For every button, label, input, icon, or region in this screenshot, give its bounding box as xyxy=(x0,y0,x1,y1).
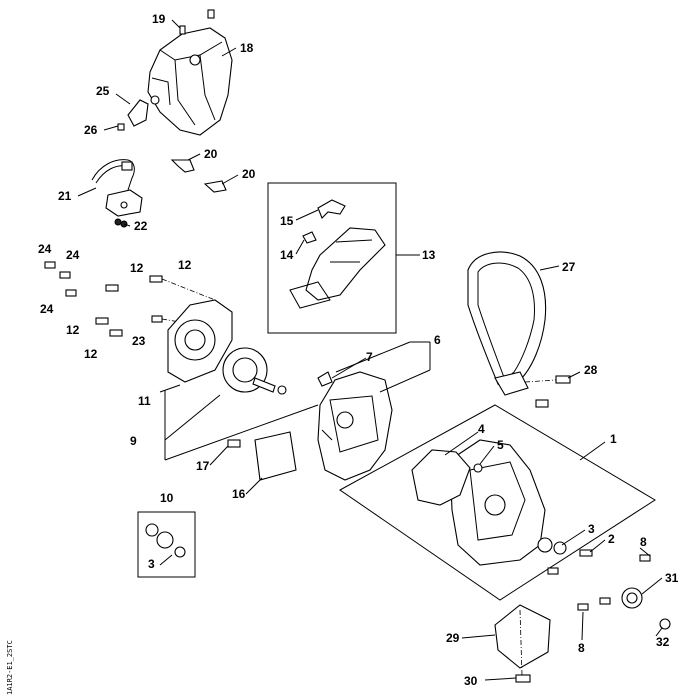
callout-4: 4 xyxy=(478,422,485,436)
callout-8b: 8 xyxy=(578,641,585,655)
callout-1: 1 xyxy=(610,432,617,446)
callout-22: 22 xyxy=(134,219,148,233)
callout-11: 11 xyxy=(138,394,151,408)
callout-12a: 12 xyxy=(130,261,144,275)
engine-housing-1 xyxy=(449,439,553,566)
leader-lines xyxy=(77,19,663,681)
callout-12c: 12 xyxy=(66,323,80,337)
callout-9: 9 xyxy=(130,434,137,448)
callout-3b: 3 xyxy=(588,522,595,536)
callout-17: 17 xyxy=(196,459,210,473)
callout-27: 27 xyxy=(562,260,576,274)
box-10 xyxy=(137,511,196,578)
screw-19-part xyxy=(179,9,215,35)
callout-18: 18 xyxy=(240,41,254,55)
callout-3a: 3 xyxy=(148,557,155,571)
callout-19: 19 xyxy=(152,12,166,26)
part-20-b xyxy=(203,180,227,193)
part-25 xyxy=(127,99,149,127)
screw-8b-part xyxy=(577,603,589,611)
callout-5: 5 xyxy=(497,438,504,452)
nuts-22-part xyxy=(114,218,128,228)
callout-24c: 24 xyxy=(40,302,54,316)
part-20-a xyxy=(170,159,195,173)
callout-16: 16 xyxy=(232,487,246,501)
bracket-6 xyxy=(335,341,411,373)
front-handle-27 xyxy=(467,251,547,396)
ring-3b-part xyxy=(553,541,567,555)
nut-32-part xyxy=(659,618,671,630)
callout-15: 15 xyxy=(280,214,294,228)
callout-31: 31 xyxy=(665,571,679,585)
part-5 xyxy=(473,463,483,473)
callout-2: 2 xyxy=(608,532,615,546)
screw-17-part xyxy=(227,439,241,448)
callout-28: 28 xyxy=(584,363,598,377)
callout-21: 21 xyxy=(58,189,72,203)
box-13 xyxy=(267,182,397,334)
screws-12-part xyxy=(95,275,163,337)
plate-16 xyxy=(254,431,297,481)
callout-10: 10 xyxy=(160,491,174,505)
screw-26-part xyxy=(117,123,125,131)
crankcase-6 xyxy=(317,371,393,481)
callout-30: 30 xyxy=(464,674,478,688)
callout-26: 26 xyxy=(84,123,98,137)
callout-23: 23 xyxy=(132,334,146,348)
spring-31-part xyxy=(621,587,643,609)
callout-8a: 8 xyxy=(640,535,647,549)
screw-30-part xyxy=(515,674,531,683)
screw-8a-part xyxy=(639,554,651,562)
callout-12b: 12 xyxy=(178,258,192,272)
drawing-code: 1A1R2-E1_2STC xyxy=(6,640,14,695)
callout-6: 6 xyxy=(434,333,441,347)
screws-24-part xyxy=(44,261,77,297)
callout-labels: 19 18 25 26 20 20 21 22 15 14 13 24 24 2… xyxy=(38,12,679,688)
gasket-4 xyxy=(411,449,471,506)
fan-housing-part xyxy=(147,27,233,136)
callout-24b: 24 xyxy=(66,248,80,262)
callout-14: 14 xyxy=(280,248,294,262)
callout-20a: 20 xyxy=(204,147,218,161)
frame-1 xyxy=(339,404,656,601)
callout-12d: 12 xyxy=(84,347,98,361)
screw-28-part xyxy=(555,375,571,384)
seals-10 xyxy=(145,523,186,558)
bracket-9 xyxy=(164,390,319,461)
screw-23-part xyxy=(151,315,163,323)
part-14 xyxy=(302,231,317,244)
screw-2-part xyxy=(579,549,593,557)
callout-7: 7 xyxy=(366,350,373,364)
callout-32: 32 xyxy=(656,635,670,649)
part-7 xyxy=(317,371,333,387)
flywheel-assembly-11 xyxy=(167,299,287,395)
callout-24a: 24 xyxy=(38,242,52,256)
handle-assembly-13 xyxy=(289,227,386,309)
part-15 xyxy=(317,199,346,219)
callout-20b: 20 xyxy=(242,167,256,181)
callout-13: 13 xyxy=(422,248,436,262)
switch-assembly-21 xyxy=(91,159,143,217)
callout-25: 25 xyxy=(96,84,110,98)
screw-28b-part xyxy=(535,399,549,408)
buffer-29 xyxy=(494,604,551,669)
callout-29: 29 xyxy=(446,631,460,645)
